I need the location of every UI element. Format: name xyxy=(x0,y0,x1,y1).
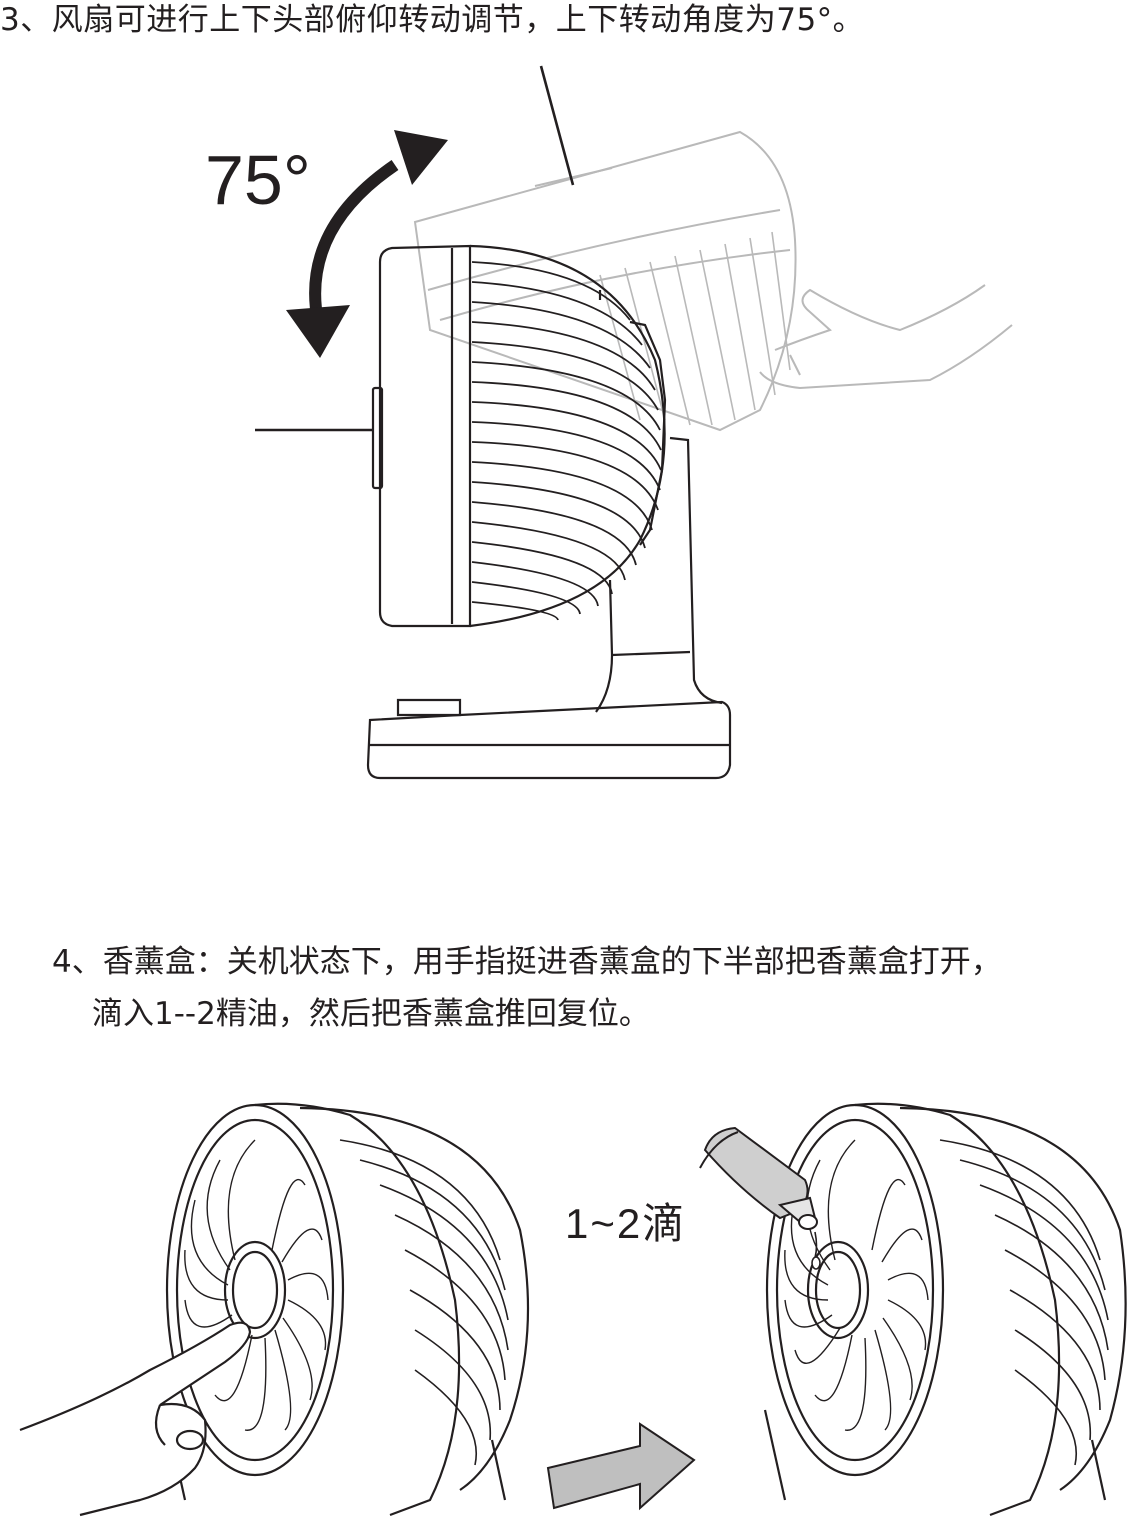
hand-icon xyxy=(759,284,1013,390)
fan-tilted-ghost-icon xyxy=(413,130,797,432)
step4-line2: 滴入1--2精油，然后把香薰盒推回复位。 xyxy=(92,996,650,1032)
step4-instruction: 4、香薰盒：关机状态下，用手指挺进香薰盒的下半部把香薰盒打开， 滴入1--2精油… xyxy=(52,936,1002,1040)
drops-label: 1~2滴 xyxy=(565,1200,687,1247)
finger-icon xyxy=(19,1321,252,1517)
next-arrow-icon xyxy=(546,1422,696,1511)
angle-label: 75° xyxy=(205,141,311,219)
fan-front-view-icon xyxy=(163,1102,530,1517)
step3-instruction: 3、风扇可进行上下头部俯仰转动调节，上下转动角度为75°。 xyxy=(0,2,865,38)
fan-front-view-icon-2 xyxy=(763,1102,1127,1517)
fan-side-view-icon xyxy=(255,65,732,780)
oil-bottle-icon xyxy=(699,1126,821,1270)
step4-line1: 4、香薰盒：关机状态下，用手指挺进香薰盒的下半部把香薰盒打开， xyxy=(52,944,1002,980)
rotation-arrow-icon xyxy=(286,130,448,358)
